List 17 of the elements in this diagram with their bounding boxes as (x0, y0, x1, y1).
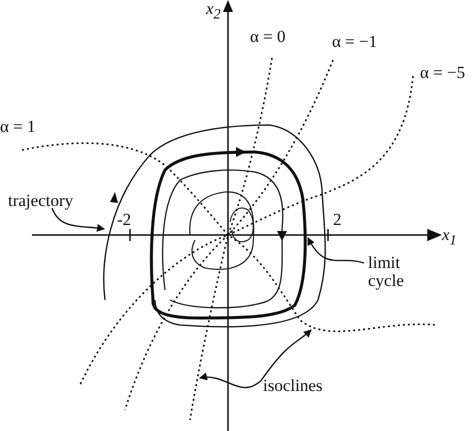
callout-text: trajectory (8, 192, 88, 210)
leader-line (307, 237, 364, 264)
tick-label: -2 (117, 211, 132, 229)
tick-label: 2 (333, 211, 342, 229)
callout-text: limit cycle (368, 254, 418, 290)
limit-cycle-curve (150, 147, 307, 320)
isocline-label: α = −1 (332, 33, 378, 51)
isocline-label: α = −5 (420, 64, 466, 82)
leader-line (260, 329, 312, 381)
leader-line (51, 208, 105, 232)
axis-label: x$_{1}$ (442, 226, 457, 250)
leader-line (199, 373, 262, 388)
callout-text: isoclines (263, 377, 343, 395)
isocline-label: α = 1 (0, 118, 36, 136)
trajectory-curve (103, 124, 326, 328)
axis-label: x$_{2}$ (206, 0, 221, 24)
isocline-label: α = 0 (250, 28, 286, 46)
